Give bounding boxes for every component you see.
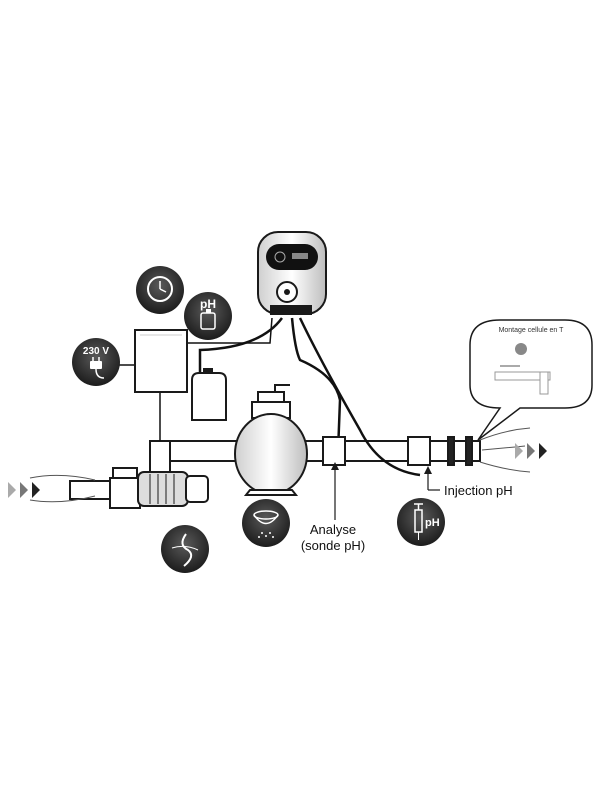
- flow-arrows-icon: [8, 482, 40, 498]
- injection-annotation: Injection pH: [424, 466, 513, 498]
- power-label: 230 V: [83, 346, 109, 357]
- syringe-icon: [414, 503, 423, 540]
- sand-filter: [234, 384, 308, 496]
- chemical-tank: [191, 368, 227, 421]
- pool-pump: [109, 467, 209, 509]
- analyse-annotation: Analyse (sonde pH): [301, 462, 365, 553]
- clock-icon: [147, 276, 173, 302]
- callout-title: Montage cellule en T: [499, 327, 565, 334]
- probe-t-fitting: [322, 436, 346, 466]
- pump-impeller-icon: [171, 533, 199, 567]
- callout-mini-pipe: [494, 365, 551, 395]
- flow-lines: [29, 427, 531, 503]
- jerrycan-icon: [200, 309, 216, 330]
- filter-badge: [242, 499, 290, 547]
- analyse-sublabel: (sonde pH): [301, 538, 365, 553]
- outlet-section: [429, 436, 481, 466]
- injection-label: Injection pH: [444, 483, 513, 498]
- filter-strainer-icon: [253, 510, 279, 538]
- ph-tank-badge: pH: [184, 292, 232, 340]
- pump-badge: [161, 525, 209, 573]
- analyse-label: Analyse: [310, 522, 356, 537]
- controller-screen-icon: [274, 251, 286, 263]
- ph-controller: [257, 231, 327, 315]
- clock-badge: [136, 266, 184, 314]
- callout-bubble: Montage cellule en T: [469, 319, 593, 441]
- injection-fitting: [407, 436, 431, 466]
- ph-tank-label: pH: [200, 297, 216, 311]
- syringe-ph-label: pH: [425, 517, 440, 529]
- flow-arrows-icon: [515, 443, 547, 459]
- power-plug-icon: [90, 357, 105, 379]
- electrical-box: [134, 329, 188, 393]
- syringe-badge: pH: [397, 498, 445, 546]
- gear-icon: [515, 343, 527, 355]
- power-badge: 230 V: [72, 338, 120, 386]
